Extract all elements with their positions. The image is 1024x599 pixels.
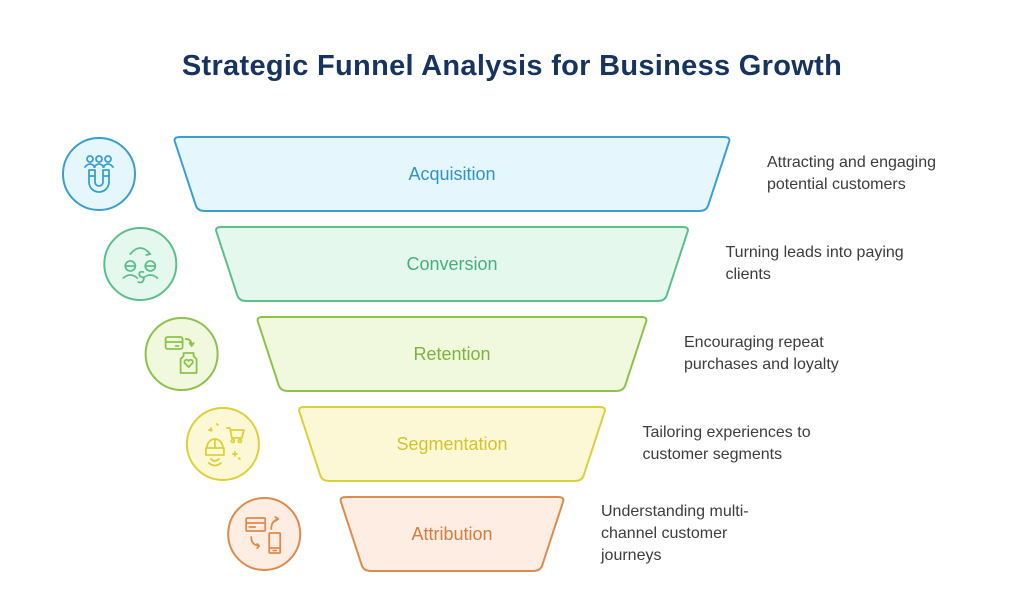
funnel-stage-segmentation: Segmentation — [185, 406, 606, 482]
stage-description: Understanding multi-channel customer jou… — [601, 503, 749, 564]
funnel-band — [215, 226, 689, 302]
stage-label: Retention — [413, 344, 490, 364]
loyalty-bag-icon — [144, 317, 219, 391]
stage-description: Turning leads into paying clients — [725, 244, 904, 283]
stage-label: Conversion — [406, 254, 497, 274]
stage-label: Acquisition — [408, 164, 495, 184]
funnel-band — [298, 406, 606, 482]
stage-label: Attribution — [411, 524, 492, 544]
funnel-band — [339, 496, 565, 572]
diagram-title: Strategic Funnel Analysis for Business G… — [181, 50, 843, 82]
funnel-stage-retention: Retention — [144, 316, 648, 392]
stage-description: Encouraging repeat purchases and loyalty — [684, 334, 839, 373]
vr-cart-icon — [185, 407, 260, 481]
funnel-band — [256, 316, 648, 392]
funnel-stage-attribution: Attribution — [227, 496, 565, 572]
stage-description: Attracting and engaging potential custom… — [767, 154, 937, 193]
funnel-band — [173, 136, 731, 212]
funnel-stage-conversion: Conversion — [103, 226, 689, 302]
stage-description: Tailoring experiences to customer segmen… — [642, 424, 811, 463]
conversion-people-icon — [103, 227, 178, 301]
multichannel-devices-icon — [227, 497, 302, 571]
funnel-stage-acquisition: Acquisition — [62, 136, 731, 212]
stage-label: Segmentation — [396, 434, 507, 454]
magnet-people-icon — [62, 137, 136, 211]
